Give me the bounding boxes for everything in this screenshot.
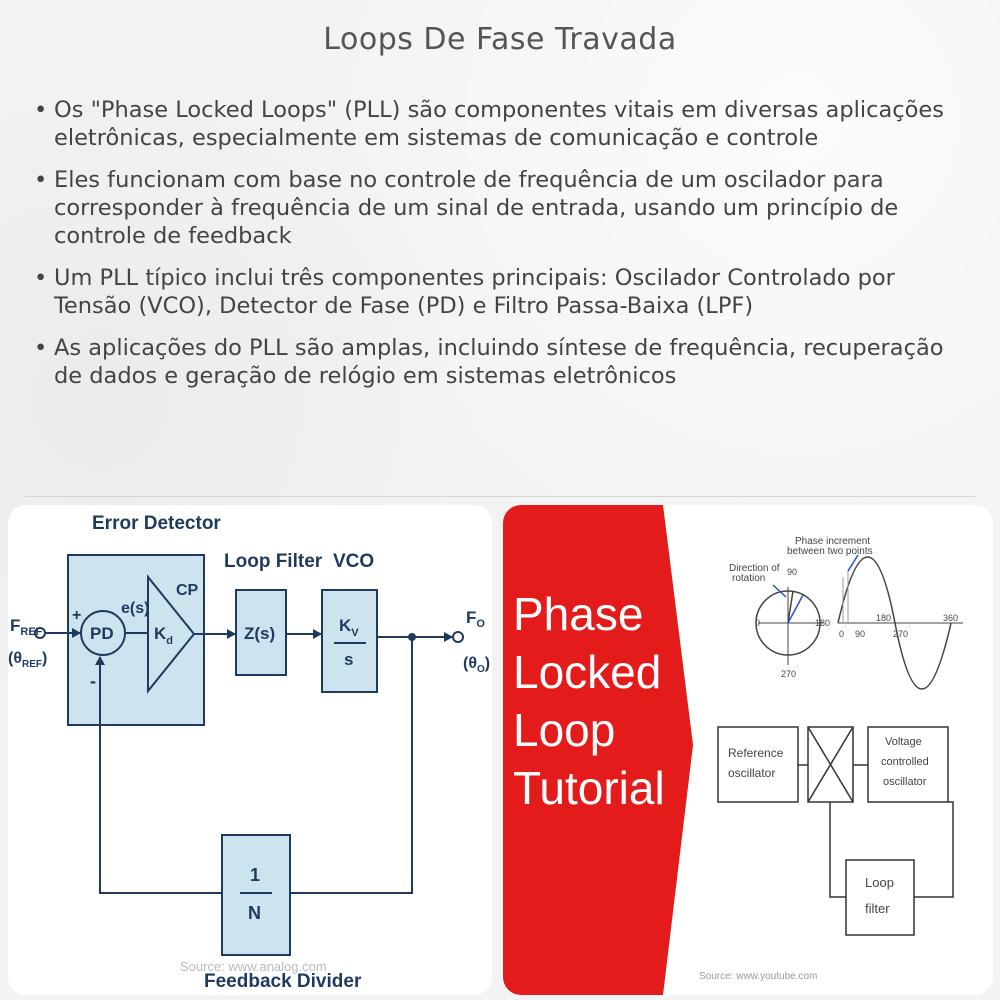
divider-numerator: 1 (250, 865, 260, 885)
divider-denominator: N (248, 903, 261, 923)
vco-box (321, 589, 378, 693)
pll-tutorial-thumbnail: Phase increment between two points Direc… (503, 505, 993, 995)
theta-ref-label: (θREF) (8, 650, 47, 670)
loop-filter-box (235, 589, 287, 676)
input-terminal (34, 627, 46, 639)
bullet-dot: • (34, 97, 48, 123)
filter-label: filter (865, 901, 890, 916)
bullet-dot: • (34, 167, 48, 193)
reference-oscillator-box (717, 726, 799, 803)
degree-label: 270 (781, 669, 796, 679)
bullet-text: Um PLL típico inclui três componentes pr… (54, 265, 895, 319)
fref-label: FREF (10, 616, 43, 638)
bullet-item: •Os "Phase Locked Loops" (PLL) são compo… (30, 96, 960, 152)
loop-filter-label: Loop Filter (224, 551, 323, 572)
between-points-label: between two points (787, 546, 873, 557)
error-signal-label: e(s) (121, 600, 149, 617)
arrow (72, 628, 81, 638)
title-line: Loop (513, 704, 616, 756)
voltage-label: Voltage (885, 736, 922, 748)
phasor (787, 594, 804, 624)
wire (829, 802, 846, 898)
degree-label: 180 (815, 618, 830, 628)
loop-label: Loop (865, 875, 894, 890)
divider (25, 496, 975, 497)
output-terminal (452, 631, 464, 643)
red-banner (503, 505, 693, 995)
wire (914, 801, 954, 898)
bullet-text: Eles funcionam com base no controle de f… (54, 167, 899, 249)
reference-label: Reference (728, 746, 784, 760)
title-line: Phase (513, 588, 644, 640)
fo-label: FO (466, 608, 485, 630)
feedback-wire (290, 637, 413, 894)
source-credit: Source: www.youtube.com (699, 971, 818, 982)
arrow (444, 632, 453, 642)
pd-label: PD (90, 624, 114, 643)
degree-label: 0 (839, 629, 844, 639)
minus-sign: - (90, 671, 96, 691)
title-line: Tutorial (513, 762, 665, 814)
s-label: s (344, 650, 353, 669)
kv-label: KV (339, 616, 359, 639)
phasor (787, 590, 794, 624)
bullet-item: •Um PLL típico inclui três componentes p… (30, 264, 960, 320)
arrow (95, 656, 105, 665)
direction-label: Direction of (729, 563, 780, 574)
bullet-list: •Os "Phase Locked Loops" (PLL) são compo… (30, 96, 960, 404)
pll-block-diagram: Error Detector PD + - e(s) Kd CP Loop Fi… (8, 505, 492, 995)
zs-label: Z(s) (244, 624, 275, 643)
degree-label: 180 (876, 613, 891, 623)
phase-increment-label: Phase increment (795, 536, 870, 547)
oscillator-label: oscillator (883, 776, 927, 788)
degree-label: 0 (755, 618, 760, 628)
pointer-arrow (772, 584, 787, 598)
oscillator-label: oscillator (728, 766, 775, 780)
degree-label: 360 (943, 613, 958, 623)
degree-label: 90 (787, 567, 797, 577)
bullet-item: •Eles funcionam com base no controle de … (30, 166, 960, 250)
bullet-dot: • (34, 265, 48, 291)
source-credit: Source: www.analog.com (180, 959, 327, 974)
pointer-arrow (847, 554, 859, 572)
bullet-dot: • (34, 335, 48, 361)
arrow (313, 629, 322, 639)
bullet-text: As aplicações do PLL são amplas, incluin… (54, 335, 944, 389)
thumbnail-svg: Phase increment between two points Direc… (503, 505, 963, 995)
vco-box (867, 726, 949, 803)
feedback-wire (99, 657, 222, 894)
error-detector-label: Error Detector (92, 513, 221, 534)
bullet-item: •As aplicações do PLL são amplas, inclui… (30, 334, 960, 390)
theta-o-label: (θO) (463, 655, 490, 675)
rotation-label: rotation (732, 573, 765, 584)
kd-label: Kd (154, 624, 173, 647)
title-line: Locked (513, 646, 662, 698)
tutorial-title: Phase Locked Loop Tutorial (513, 585, 665, 817)
feedback-divider-label: Feedback Divider (204, 971, 362, 992)
vco-label: VCO (333, 551, 374, 572)
cp-label: CP (176, 582, 199, 599)
arrow (227, 629, 236, 639)
cross-line (807, 726, 854, 803)
loop-filter-box (845, 859, 915, 936)
page-title: Loops De Fase Travada (323, 22, 677, 57)
degree-label: 270 (893, 629, 908, 639)
degree-label: 90 (855, 629, 865, 639)
feedback-divider-box (221, 834, 291, 956)
pll-diagram-svg: Error Detector PD + - e(s) Kd CP Loop Fi… (8, 513, 490, 992)
controlled-label: controlled (881, 756, 929, 768)
plus-sign: + (72, 607, 81, 624)
bullet-text: Os "Phase Locked Loops" (PLL) são compon… (54, 97, 944, 151)
